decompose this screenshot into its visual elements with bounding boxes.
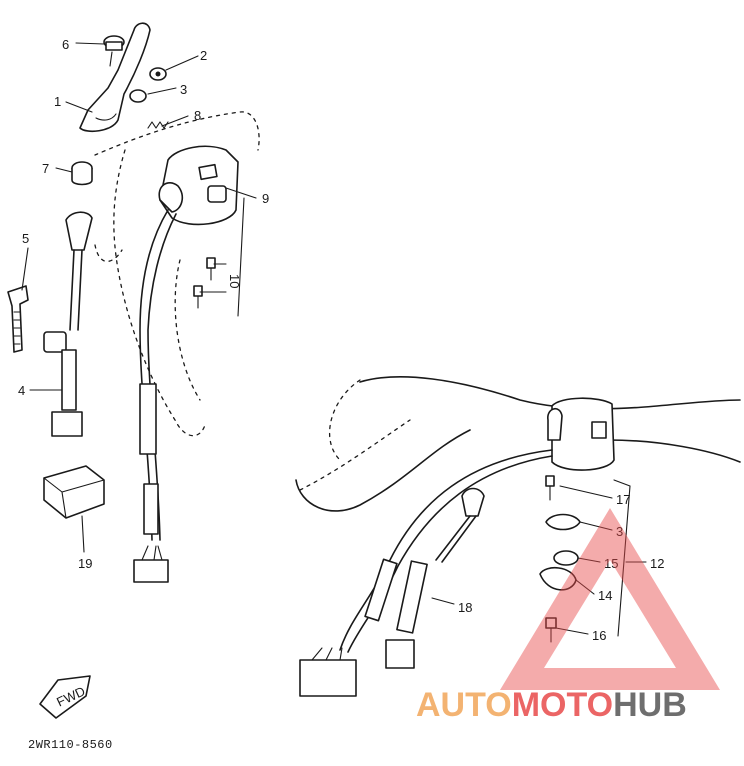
lever-washer (129, 89, 147, 103)
watermark-moto: MOTO (512, 686, 613, 724)
leader-lines (21, 42, 647, 637)
watermark-hub: HUB (613, 686, 687, 724)
callout-8: 8 (194, 108, 201, 123)
cable-strap (7, 285, 29, 353)
switch-washer (545, 513, 581, 531)
callout-7: 7 (42, 161, 49, 176)
watermark-logo: AUTOMOTOHUB (416, 508, 720, 724)
right-switch-harness (299, 449, 553, 697)
callout-5: 5 (22, 231, 29, 246)
diagram-code: 2WR110-8560 (28, 738, 113, 752)
callout-18: 18 (458, 600, 472, 615)
callout-4: 4 (18, 383, 25, 398)
callout-16: 16 (592, 628, 606, 643)
left-handlebar-outline (94, 111, 260, 437)
right-handlebar-switch (547, 397, 615, 471)
relay-unit (43, 465, 105, 519)
right-handlebar-outline (295, 376, 741, 512)
callout-6: 6 (62, 37, 69, 52)
lever-nut (149, 67, 167, 81)
watermark-text: AUTOMOTOHUB (416, 686, 687, 724)
left-handlebar-switch (158, 145, 239, 226)
callout-14: 14 (598, 588, 612, 603)
callout-3: 3 (180, 82, 187, 97)
switch-plate (553, 550, 579, 566)
lever-collar (71, 161, 93, 186)
front-brake-switch (385, 487, 485, 669)
callout-labels: 6 2 3 1 8 7 9 10 5 4 19 17 3 15 12 14 16… (18, 37, 664, 643)
left-switch-harness (133, 209, 177, 583)
callout-2: 2 (200, 48, 207, 63)
callout-12: 12 (650, 556, 664, 571)
callout-9: 9 (262, 191, 269, 206)
clutch-lever (79, 22, 151, 133)
callout-17: 17 (616, 492, 630, 507)
clutch-switch-lead (43, 211, 93, 437)
switch-screw (545, 475, 555, 501)
callout-10: 10 (227, 274, 242, 288)
lever-spring (147, 121, 169, 129)
fwd-arrow-icon: FWD (39, 675, 91, 719)
switch-screws (193, 257, 216, 309)
switch-screw-lower (545, 617, 557, 643)
callout-15: 15 (604, 556, 618, 571)
watermark-triangle (500, 508, 720, 690)
callout-1: 1 (54, 94, 61, 109)
callout-3b: 3 (616, 524, 623, 539)
watermark-auto: AUTO (416, 686, 512, 724)
callout-19: 19 (78, 556, 92, 571)
lever-bolt (103, 35, 125, 67)
